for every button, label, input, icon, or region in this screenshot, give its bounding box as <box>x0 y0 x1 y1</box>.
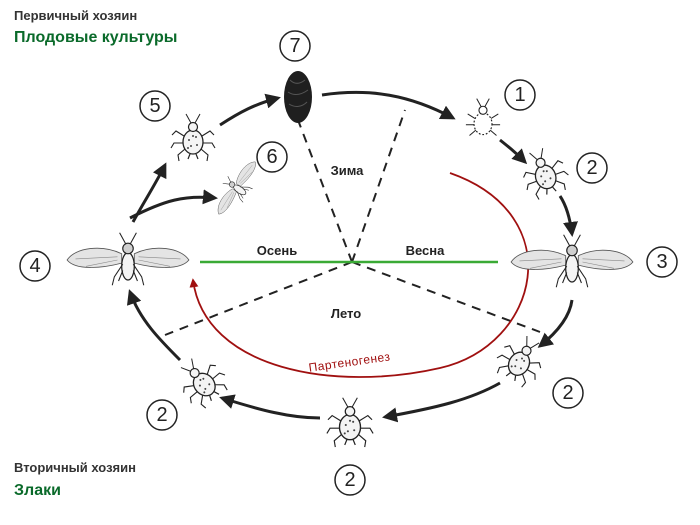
season-divider-lines <box>164 109 541 336</box>
season-summer-label: Лето <box>331 306 361 321</box>
winged-aphid-stage-3-icon <box>510 234 634 288</box>
stage-number-circles <box>19 30 678 496</box>
aphid-stage-1-icon <box>465 98 501 136</box>
stage-4-label: 4 <box>29 255 40 277</box>
stage-2-top-right-label: 2 <box>586 157 597 179</box>
parthenogenesis-label: Партеногенез <box>308 349 392 374</box>
aphid-stage-2-right-icon <box>489 327 553 392</box>
cycle-arrows <box>126 90 578 423</box>
winged-aphid-stage-4-icon <box>66 232 190 286</box>
egg-icon <box>284 71 312 123</box>
stage-2-bottom-label: 2 <box>344 469 355 491</box>
stage-5-label: 5 <box>149 95 160 117</box>
egg-texture <box>287 79 309 107</box>
season-spring-label: Весна <box>406 243 446 258</box>
stage-1-label: 1 <box>514 84 525 106</box>
stage-3-label: 3 <box>656 251 667 273</box>
parthenogenesis-arc <box>189 172 530 378</box>
secondary-host-title: Вторичный хозяин <box>14 460 136 475</box>
stage-2-left-label: 2 <box>156 404 167 426</box>
primary-host-title: Первичный хозяин <box>14 8 138 23</box>
season-autumn-label: Осень <box>257 243 297 258</box>
season-winter-label: Зима <box>331 163 365 178</box>
stage-2-right-label: 2 <box>562 382 573 404</box>
stage-6-label: 6 <box>266 146 277 168</box>
stage-7-label: 7 <box>289 35 300 57</box>
aphid-stage-2-bottom-icon <box>326 397 374 448</box>
secondary-host-name: Злаки <box>14 482 61 499</box>
winged-aphid-stage-6-icon <box>206 153 267 223</box>
aphid-stage-2-top-right-icon <box>514 142 574 203</box>
aphid-stage-5-icon <box>170 113 216 162</box>
primary-host-name: Плодовые культуры <box>14 29 178 46</box>
